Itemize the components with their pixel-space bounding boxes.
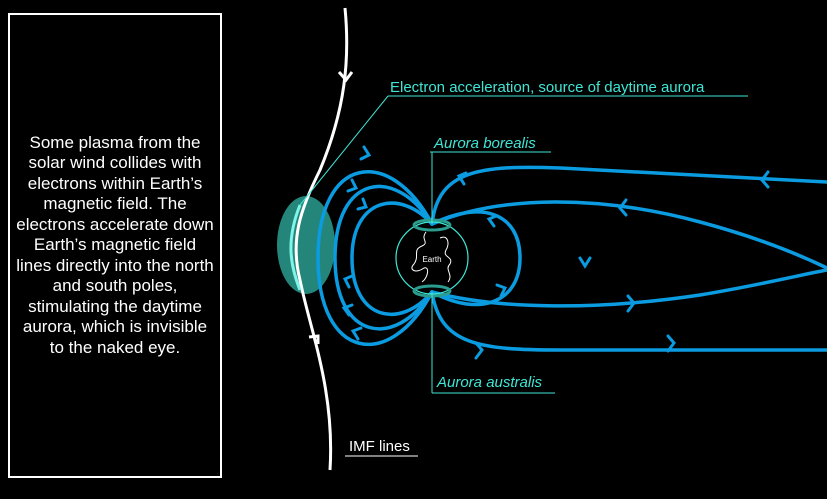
- imf-highlight: [289, 204, 302, 291]
- imf-lines-label: IMF lines: [349, 438, 410, 455]
- earth-continents: [411, 231, 452, 283]
- field-line-nightside-closed: [430, 210, 522, 307]
- description-text: Some plasma from the solar wind collides…: [16, 132, 214, 357]
- aurora-australis-label: Aurora australis: [436, 374, 543, 391]
- field-line-tail-south-upper: [430, 268, 827, 308]
- imf-arrow-bottom: [308, 334, 320, 344]
- field-line-dayside-inner: [350, 201, 434, 317]
- earth-label: Earth: [422, 255, 441, 264]
- imf-arrow-top: [337, 71, 354, 83]
- field-line-tail-north-lower: [430, 200, 827, 270]
- imf-line: [294, 7, 349, 471]
- field-line-dayside-middle: [333, 184, 434, 331]
- field-line-tail-north-upper: [430, 165, 827, 226]
- field-line-dayside-outer: [316, 170, 434, 346]
- description-box: Some plasma from the solar wind collides…: [8, 13, 222, 478]
- field-direction-arrows: [341, 145, 770, 360]
- field-line-tail-south-lower: [430, 290, 827, 352]
- electron-acceleration-label: Electron acceleration, source of daytime…: [390, 79, 705, 96]
- aurora-borealis-label: Aurora borealis: [433, 135, 536, 152]
